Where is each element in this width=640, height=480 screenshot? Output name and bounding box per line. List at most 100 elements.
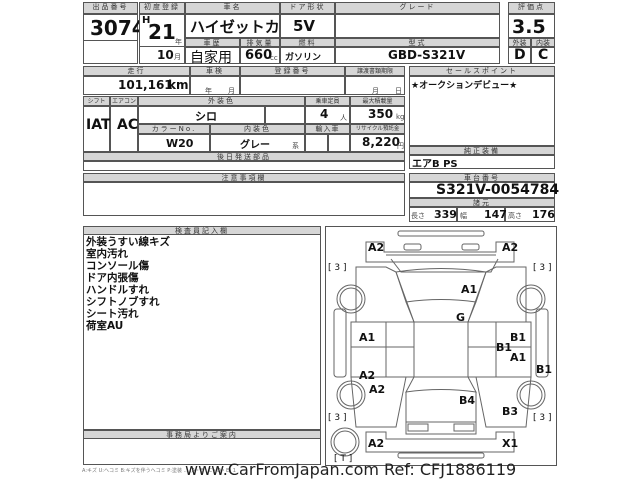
max-load-cell <box>350 106 405 124</box>
mileage: 101,161 <box>118 78 173 92</box>
int-color-cell <box>210 134 305 152</box>
fuel-cell <box>280 47 335 64</box>
damage-mark: B1 <box>496 341 513 354</box>
parts-later-label: 後日発送部品 <box>83 152 405 161</box>
watermark: www.CarFromJapan.com Ref: CFJ1886119 <box>185 460 517 479</box>
office-label: 事務局よりご案内 <box>83 430 321 439</box>
int-color-label: 内装色 <box>210 124 305 134</box>
displacement-cell <box>240 47 280 64</box>
shift-label: シフト <box>83 96 110 106</box>
lot-no-sub <box>83 40 138 64</box>
length: 339 <box>434 208 457 221</box>
car-name: ハイゼットカーゴ <box>190 18 310 36</box>
fuel: ガソリン <box>285 53 322 63</box>
max-load: 350 <box>368 107 394 121</box>
color-no-label: カラーNo. <box>138 124 210 134</box>
tire-depth: [ 3 ] <box>328 263 347 273</box>
interior-cell <box>531 47 555 64</box>
damage-mark: B1 <box>536 363 553 376</box>
damage-mark: A1 <box>461 283 478 296</box>
chassis-cell <box>409 182 555 198</box>
capacity-unit: 人 <box>340 114 347 122</box>
history-label: 車歴 <box>185 38 240 47</box>
inspector-note: シフトノブすれ <box>86 296 160 308</box>
reg-no-cell <box>240 76 345 95</box>
score: 3.5 <box>512 16 546 38</box>
month-cell <box>139 46 185 64</box>
spare-tire: [ T ] <box>334 454 353 464</box>
damage-mark: A2 <box>368 437 385 450</box>
chassis-label: 車台番号 <box>409 173 555 182</box>
doc-month-unit: 月 <box>372 87 379 95</box>
tire-depth: [ 3 ] <box>533 263 552 273</box>
shift-cell <box>83 106 110 152</box>
first-reg-label: 初度登録 <box>139 2 185 14</box>
shift: IAT <box>86 117 111 133</box>
parts-later-cell <box>83 161 405 171</box>
import-cell-a <box>305 134 328 152</box>
damage-mark: A2 <box>502 241 519 254</box>
interior-label: 内装 <box>531 38 555 47</box>
int-color: グレー <box>240 140 270 151</box>
door-label: ドア形状 <box>280 2 335 14</box>
inspector-label: 検査員記入欄 <box>83 226 321 235</box>
width: 147 <box>484 208 507 221</box>
lot-no-label: 出品番号 <box>83 2 138 14</box>
length-cell <box>409 207 457 222</box>
damage-mark: A1 <box>359 331 376 344</box>
damage-mark: B4 <box>459 394 476 407</box>
ac-label: エアコン <box>110 96 138 106</box>
displacement-unit: cc <box>270 54 278 62</box>
max-load-label: 最大積載量 <box>350 96 405 106</box>
color-no: W20 <box>166 137 194 150</box>
damage-mark: A1 <box>510 351 527 364</box>
height: 176 <box>532 208 555 221</box>
car-name-cell <box>185 14 280 38</box>
inspector-note: シート汚れ <box>86 308 139 320</box>
equipment: エアB PS <box>412 159 458 170</box>
chassis-no: S321V-0054784 <box>436 182 560 198</box>
damage-mark: B3 <box>502 405 519 418</box>
insp-year-unit: 年 <box>205 87 212 95</box>
interior-grade: C <box>538 47 549 63</box>
notes-cell <box>83 182 405 216</box>
max-load-unit: kg <box>396 113 405 121</box>
reg-month: 10 <box>157 48 174 62</box>
office-cell <box>83 439 321 465</box>
recycle-unit: 円 <box>397 142 404 150</box>
car-outline-icon <box>330 230 549 459</box>
int-color-unit: 系 <box>292 142 299 150</box>
capacity-cell <box>305 106 350 124</box>
damage-mark: A2 <box>369 383 386 396</box>
score-cell <box>508 14 555 38</box>
inspector-note: 外装うすい線キズ <box>86 236 170 248</box>
legend: A:キズ U:ヘコミ B:キズを伴うヘコミ P:塗装 ... (A・B・C・D・… <box>82 468 236 474</box>
damage-mark: X1 <box>502 437 519 450</box>
width-label: 幅 <box>460 212 467 220</box>
recycle-fee: 8,220 <box>362 135 400 149</box>
displacement: 660 <box>245 48 273 63</box>
history: 自家用 <box>190 50 232 66</box>
inspector-note: コンソール傷 <box>86 260 149 272</box>
tire-depth: [ 3 ] <box>533 413 552 423</box>
ext-color: シロ <box>195 110 217 123</box>
car-name-label: 車名 <box>185 2 280 14</box>
grade-cell <box>335 14 500 38</box>
length-label: 長さ <box>411 212 425 220</box>
model-label: 型式 <box>335 38 500 47</box>
year-unit: 年 <box>175 38 182 46</box>
sales-point-cell <box>409 76 555 146</box>
history-cell <box>185 47 240 64</box>
ac-cell <box>110 106 138 152</box>
exterior-label: 外装 <box>508 38 531 47</box>
insp-month-unit: 月 <box>228 87 235 95</box>
inspector-note: ハンドルすれ <box>86 284 149 296</box>
height-cell <box>505 207 555 222</box>
doc-deadline-label: 譲渡書類期限 <box>345 66 405 76</box>
score-label: 評価点 <box>508 2 555 14</box>
damage-mark: A2 <box>368 241 385 254</box>
door-cell <box>280 14 335 38</box>
inspector-notes: 外装うすい線キズ 室内汚れ コンソール傷 ドア内張傷 ハンドルすれ シフトノブす… <box>83 235 321 430</box>
width-cell <box>457 207 505 222</box>
equipment-label: 純正装備 <box>409 146 555 155</box>
